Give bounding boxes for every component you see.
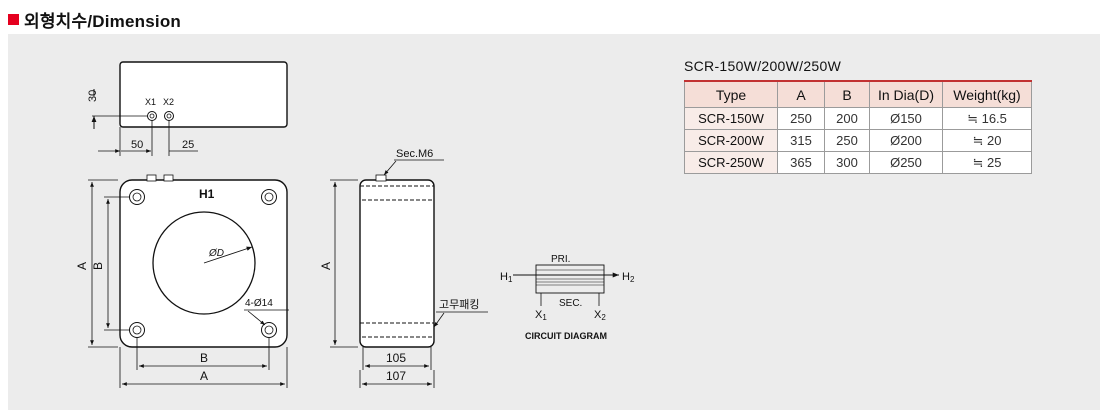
terminal-x2-label: X2	[163, 97, 174, 107]
rubber-packing-bottom	[359, 322, 435, 338]
circuit-x2-label: X2	[594, 309, 606, 322]
circuit-h2-label: H2	[622, 271, 635, 284]
dim-50-label: 50	[131, 139, 143, 151]
table-row: SCR-200W 315 250 Ø200 ≒ 20	[684, 129, 1032, 152]
top-view: X1 X2 30 50 25	[87, 61, 288, 156]
cell-weight: ≒ 16.5	[942, 107, 1032, 130]
cell-in-dia: Ø200	[869, 129, 943, 152]
rubber-packing-top	[359, 185, 435, 201]
dim-25-label: 25	[182, 139, 194, 151]
label-bore: ØD	[208, 248, 224, 259]
cell-type: SCR-150W	[684, 107, 778, 130]
dim-107-label: 107	[386, 369, 406, 383]
dim-a-horizontal-label: A	[200, 369, 208, 383]
cell-a: 250	[777, 107, 825, 130]
cell-type: SCR-200W	[684, 129, 778, 152]
cell-b: 300	[824, 151, 870, 174]
circuit-diagram: PRI. SEC. H1 H2 X1 X2 CIRCUIT DIAGRAM	[500, 254, 635, 341]
col-weight: Weight(kg)	[942, 81, 1032, 108]
cell-b: 250	[824, 129, 870, 152]
spec-table: Type A B In Dia(D) Weight(kg) SCR-150W 2…	[684, 80, 1032, 174]
cell-in-dia: Ø150	[869, 107, 943, 130]
circuit-x1-label: X1	[535, 309, 547, 322]
section-header: 외형치수/Dimension	[8, 6, 181, 32]
cell-weight: ≒ 20	[942, 129, 1032, 152]
dim-30-label: 30	[87, 90, 99, 102]
dimension-drawing: X1 X2 30 50 25	[8, 34, 668, 410]
cell-type: SCR-250W	[684, 151, 778, 174]
cell-weight: ≒ 25	[942, 151, 1032, 174]
circuit-pri-label: PRI.	[551, 254, 570, 265]
section-title: 외형치수/Dimension	[24, 11, 181, 31]
cell-b: 200	[824, 107, 870, 130]
front-view: H1 ØD 4-Ø14 A B B A	[75, 174, 289, 388]
label-h1: H1	[199, 187, 215, 201]
table-row: SCR-150W 250 200 Ø150 ≒ 16.5	[684, 107, 1032, 130]
table-row: SCR-250W 365 300 Ø250 ≒ 25	[684, 151, 1032, 174]
label-holes: 4-Ø14	[245, 298, 273, 309]
bore-circle	[152, 211, 256, 315]
top-view-body	[119, 61, 288, 128]
dim-b-vertical-label: B	[91, 262, 105, 270]
col-b: B	[824, 81, 870, 108]
circuit-sec-label: SEC.	[559, 298, 582, 309]
dim-105-label: 105	[386, 351, 406, 365]
cell-a: 315	[777, 129, 825, 152]
cell-a: 365	[777, 151, 825, 174]
cell-in-dia: Ø250	[869, 151, 943, 174]
terminal-x1-label: X1	[145, 97, 156, 107]
label-rubber-packing: 고무패킹	[439, 298, 479, 311]
mounting-hole-icon	[261, 322, 277, 338]
mounting-hole-icon	[261, 189, 277, 205]
label-sec-m6: Sec.M6	[396, 148, 433, 160]
dim-a-vertical-label: A	[75, 262, 89, 270]
model-title: SCR-150W/200W/250W	[684, 58, 842, 74]
side-view-body	[359, 179, 435, 348]
red-square-icon	[8, 13, 19, 25]
side-view: Sec.M6 고무패킹 A 105 107	[319, 148, 488, 388]
circuit-h1-label: H1	[500, 271, 513, 284]
front-view-body	[119, 179, 288, 348]
circuit-caption: CIRCUIT DIAGRAM	[525, 331, 607, 341]
spec-section: SCR-150W/200W/250W Type A B In Dia(D) We…	[684, 58, 1032, 174]
dim-b-horizontal-label: B	[200, 351, 208, 365]
col-type: Type	[684, 81, 778, 108]
spec-header-row: Type A B In Dia(D) Weight(kg)	[684, 81, 1032, 108]
dim-side-a-label: A	[319, 262, 333, 270]
col-a: A	[777, 81, 825, 108]
col-in-dia: In Dia(D)	[869, 81, 943, 108]
